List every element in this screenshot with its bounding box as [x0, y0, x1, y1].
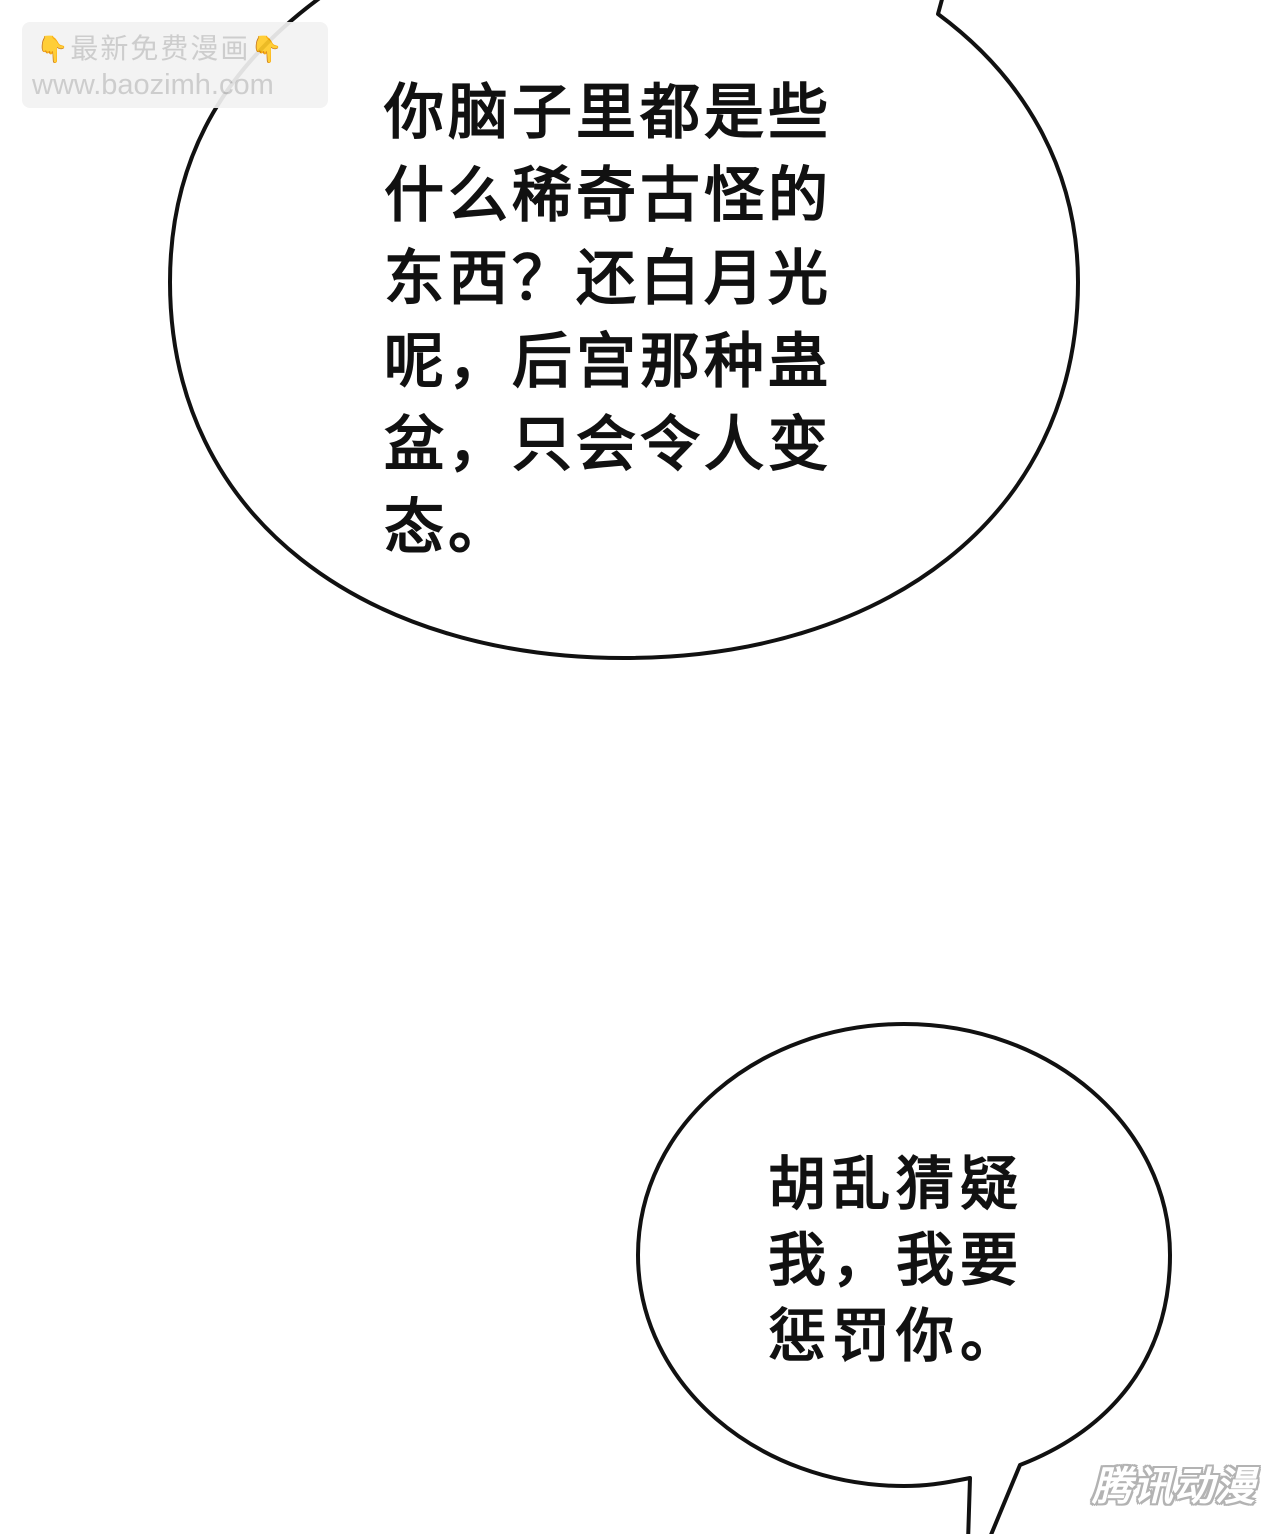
watermark-title: 最新免费漫画 [70, 32, 251, 65]
pointing-down-hand-icon: 👇 [36, 35, 71, 65]
dialogue-text-top: 你脑子里都是些 什么稀奇古怪的 东西？还白月光 呢，后宫那种蛊 盆，只会令人变 … [384, 78, 832, 563]
publisher-logo: 腾讯动漫 [1092, 1464, 1256, 1510]
speech-bubble-bottom [636, 1022, 1172, 1534]
watermark-badge: 👇最新免费漫画👇 www.baozimh.com [22, 22, 328, 108]
dialogue-text-bottom: 胡乱猜疑 我，我要 惩罚你。 [768, 1150, 1025, 1370]
watermark-url: www.baozimh.com [32, 69, 274, 101]
pointing-down-hand-icon: 👇 [250, 35, 285, 65]
watermark-title-row: 👇最新免费漫画👇 [36, 32, 285, 67]
speech-bubble-top [168, 0, 1080, 660]
